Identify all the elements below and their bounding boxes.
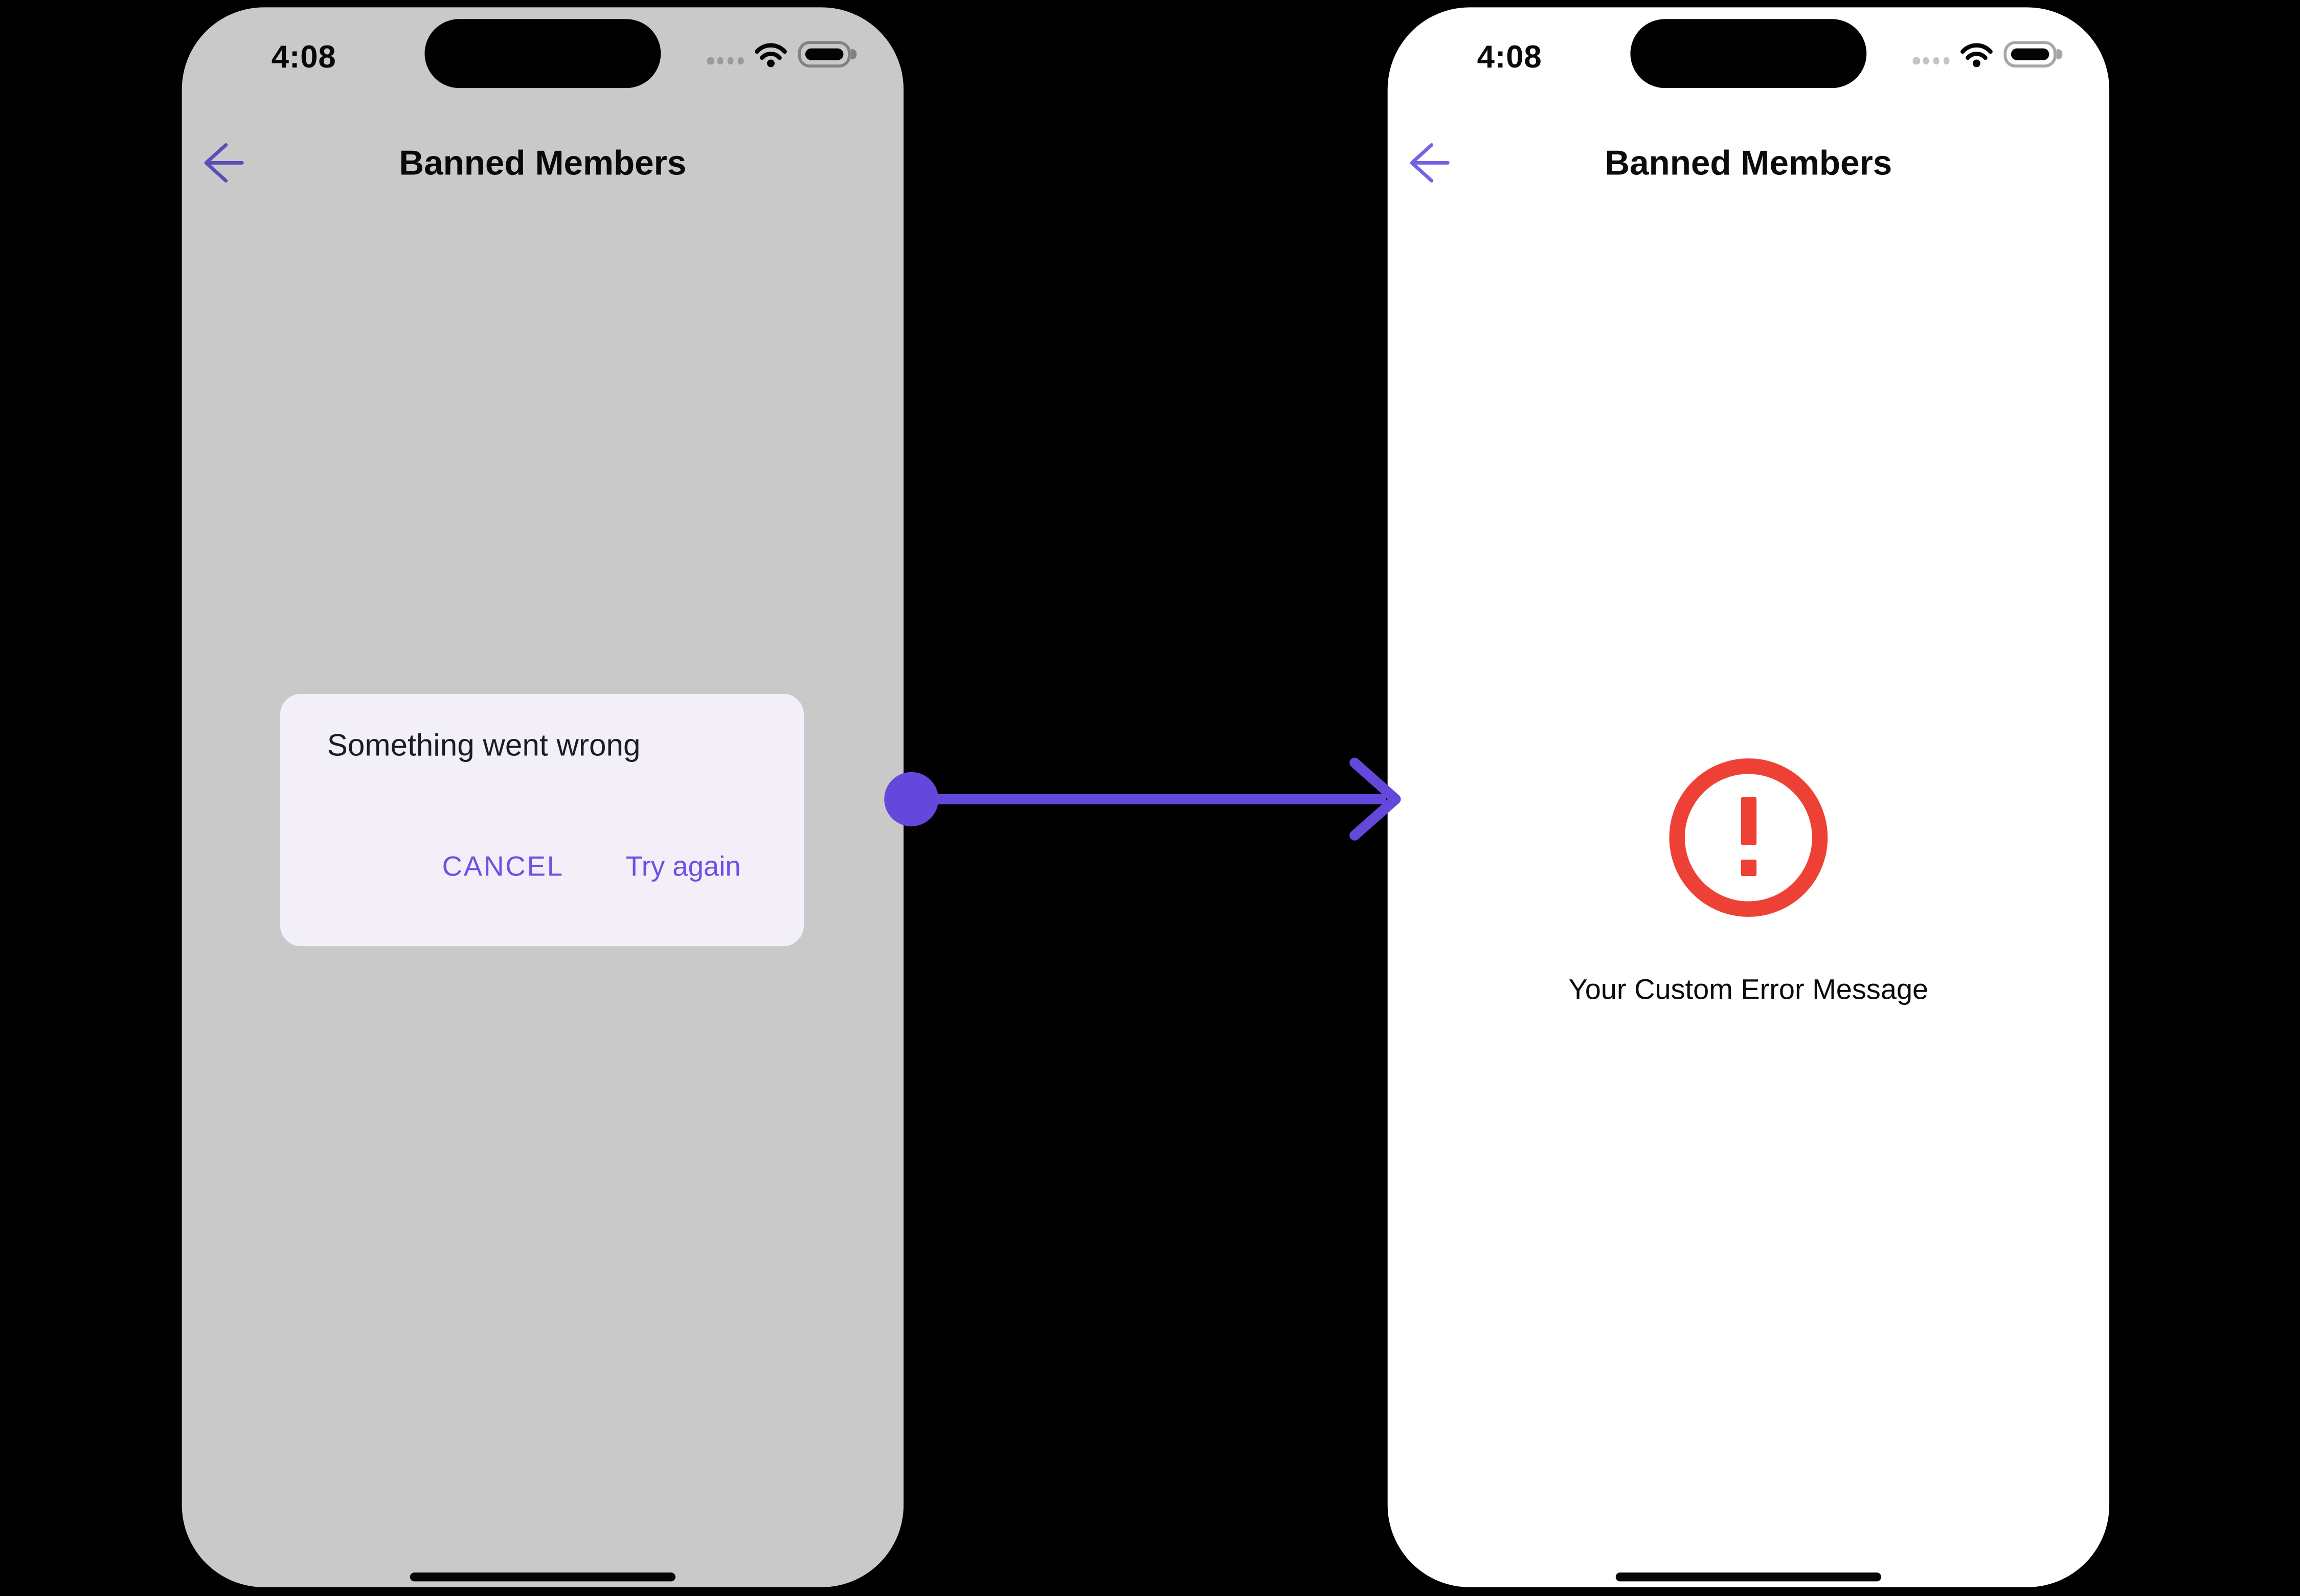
back-button[interactable] (201, 142, 245, 183)
page-title: Banned Members (399, 144, 687, 182)
phone-right: 4:08 Banned Members (1387, 7, 2110, 1587)
status-icons (1913, 41, 2062, 67)
cancel-button[interactable]: CANCEL (442, 852, 564, 885)
page-title: Banned Members (1605, 144, 1892, 182)
status-time: 4:08 (271, 39, 336, 75)
cellular-dots-icon (1913, 57, 1950, 64)
home-indicator[interactable] (1615, 1571, 1881, 1582)
dynamic-island (424, 19, 661, 88)
wifi-icon (755, 42, 787, 66)
flow-arrow (884, 757, 1401, 841)
alert-dialog: Something went wrong CANCEL Try again (280, 693, 804, 947)
wifi-icon (1960, 42, 1993, 66)
error-message: Your Custom Error Message (1568, 974, 1929, 1006)
arrow-left-icon (1410, 143, 1450, 183)
status-icons (708, 41, 856, 67)
battery-icon (798, 41, 856, 67)
dialog-title: Something went wrong (327, 729, 641, 763)
back-button[interactable] (1407, 142, 1451, 183)
cellular-dots-icon (708, 57, 744, 64)
arrow-left-icon (204, 143, 244, 183)
try-again-button[interactable]: Try again (625, 852, 740, 885)
dialog-actions: CANCEL Try again (442, 852, 741, 885)
battery-icon (2003, 41, 2062, 67)
phone-left: 4:08 Banned Members Something (182, 7, 904, 1587)
home-indicator[interactable] (410, 1571, 675, 1582)
alert-circle-icon (1669, 758, 1828, 917)
arrow-head-icon (1349, 757, 1401, 841)
dynamic-island (1630, 19, 1867, 88)
status-time: 4:08 (1477, 39, 1542, 75)
